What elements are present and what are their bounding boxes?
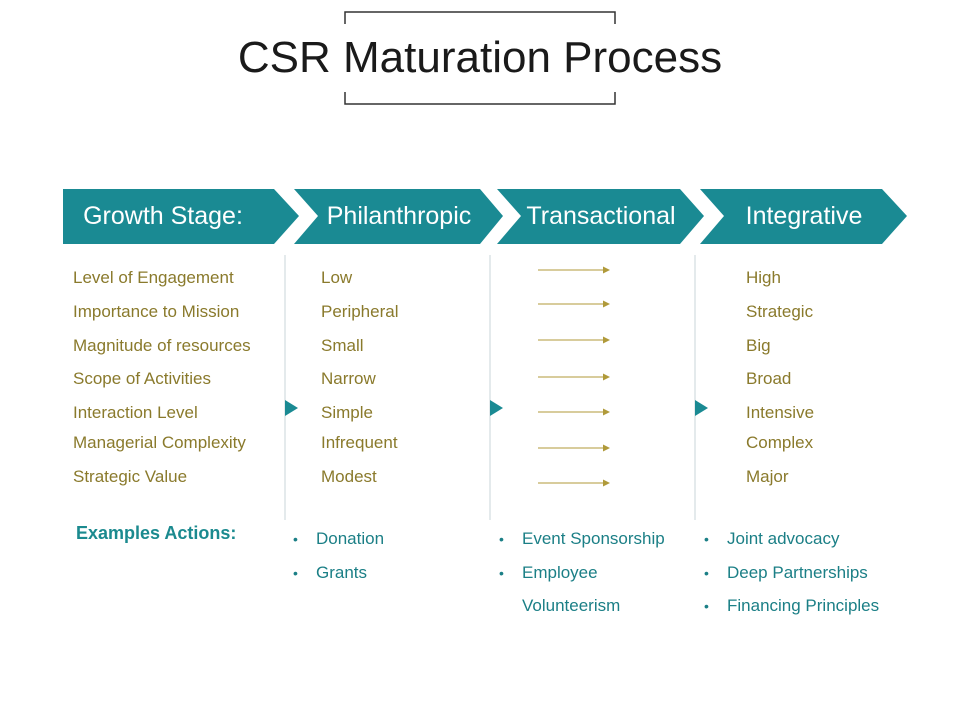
example-item: Financing Principles: [727, 596, 880, 615]
example-item: Deep Partnerships: [727, 563, 868, 582]
integrative-value: Big: [746, 336, 771, 355]
integrative-value: Broad: [746, 369, 792, 388]
chevron-growth-stage: [63, 189, 299, 244]
dimension-label: Level of Engagement: [73, 268, 234, 287]
examples-heading: Examples Actions:: [76, 523, 237, 543]
example-item: Grants: [316, 563, 368, 582]
philanthropic-value: Narrow: [321, 369, 376, 388]
stage-label-transactional: Transactional: [526, 202, 676, 230]
dimension-label: Interaction Level: [73, 403, 198, 422]
arrow-head-icon: [603, 373, 610, 381]
philanthropic-value: Low: [321, 268, 353, 287]
integrative-value: Complex: [746, 433, 814, 452]
arrow-head-icon: [603, 479, 610, 487]
philanthropic-value: Simple: [321, 403, 373, 422]
arrow-head-icon: [603, 444, 610, 452]
pointer-icon-3: [695, 400, 708, 416]
philanthropic-value: Peripheral: [321, 302, 399, 321]
dimension-label: Scope of Activities: [73, 369, 211, 388]
bullet-icon: •: [499, 531, 504, 547]
bullet-icon: •: [704, 565, 709, 581]
integrative-value: High: [746, 268, 781, 287]
arrow-head-icon: [603, 266, 610, 274]
example-item: Employee: [522, 563, 598, 582]
stage-label-growth: Growth Stage:: [83, 202, 243, 230]
example-item: Event Sponsorship: [522, 529, 665, 548]
integrative-value: Major: [746, 467, 789, 486]
integrative-value: Intensive: [746, 403, 815, 422]
page-title: CSR Maturation Process: [237, 33, 723, 82]
bullet-icon: •: [704, 598, 709, 614]
pointer-icon-2: [490, 400, 503, 416]
bullet-icon: •: [704, 531, 709, 547]
pointer-icon-1: [285, 400, 298, 416]
philanthropic-value: Infrequent: [321, 433, 398, 452]
dimension-label: Strategic Value: [73, 467, 188, 486]
bullet-icon: •: [499, 565, 504, 581]
arrow-head-icon: [603, 336, 610, 344]
bullet-icon: •: [293, 565, 298, 581]
philanthropic-value: Modest: [321, 467, 377, 486]
arrow-head-icon: [603, 408, 610, 416]
bullet-icon: •: [293, 531, 298, 547]
dimension-label: Managerial Complexity: [73, 433, 246, 452]
stage-label-integrative: Integrative: [745, 202, 863, 230]
philanthropic-value: Small: [321, 336, 364, 355]
example-item: Joint advocacy: [727, 529, 840, 548]
arrow-head-icon: [603, 300, 610, 308]
example-item: Volunteerism: [522, 596, 621, 615]
example-item: Donation: [316, 529, 385, 548]
dimension-label: Magnitude of resources: [73, 336, 251, 355]
title-bracket: [344, 11, 616, 105]
chevron-integrative: [700, 189, 907, 244]
title-area: CSR Maturation Process: [0, 0, 960, 110]
chevron-transactional: [497, 189, 704, 244]
stage-label-philanthropic: Philanthropic: [326, 202, 472, 230]
transactional-arrows: [538, 266, 610, 487]
dimension-label: Importance to Mission: [73, 302, 240, 321]
chevron-philanthropic: [294, 189, 503, 244]
integrative-value: Strategic: [746, 302, 814, 321]
